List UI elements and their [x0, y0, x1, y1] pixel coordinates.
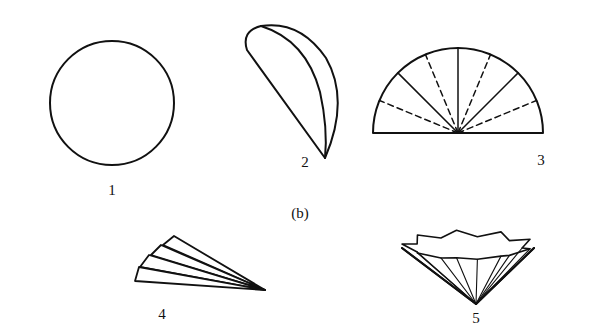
fold-line: [458, 100, 537, 133]
fan-fold: [135, 236, 265, 290]
fold-line: [458, 73, 518, 133]
half-circle-folds: [373, 48, 543, 133]
figure-label: (b): [291, 206, 309, 221]
folded-paper: [246, 25, 338, 158]
callout-number: 3: [537, 153, 545, 168]
callout-number: 1: [108, 183, 116, 198]
cone-flute: [476, 259, 477, 304]
cone-outline: [402, 248, 534, 304]
callout-number: 5: [472, 311, 480, 326]
cone-flute: [476, 255, 509, 304]
fold-line: [398, 73, 458, 133]
callout-number: 4: [158, 307, 166, 322]
fold-line: [457, 48, 459, 133]
fan-panel: [135, 267, 265, 290]
fold-line: [425, 54, 458, 133]
callout-number: 2: [301, 155, 309, 170]
cone-flute: [476, 256, 501, 304]
paper-circle: [50, 41, 174, 165]
fluted-cone: [402, 230, 534, 304]
cone-flute: [476, 248, 522, 304]
